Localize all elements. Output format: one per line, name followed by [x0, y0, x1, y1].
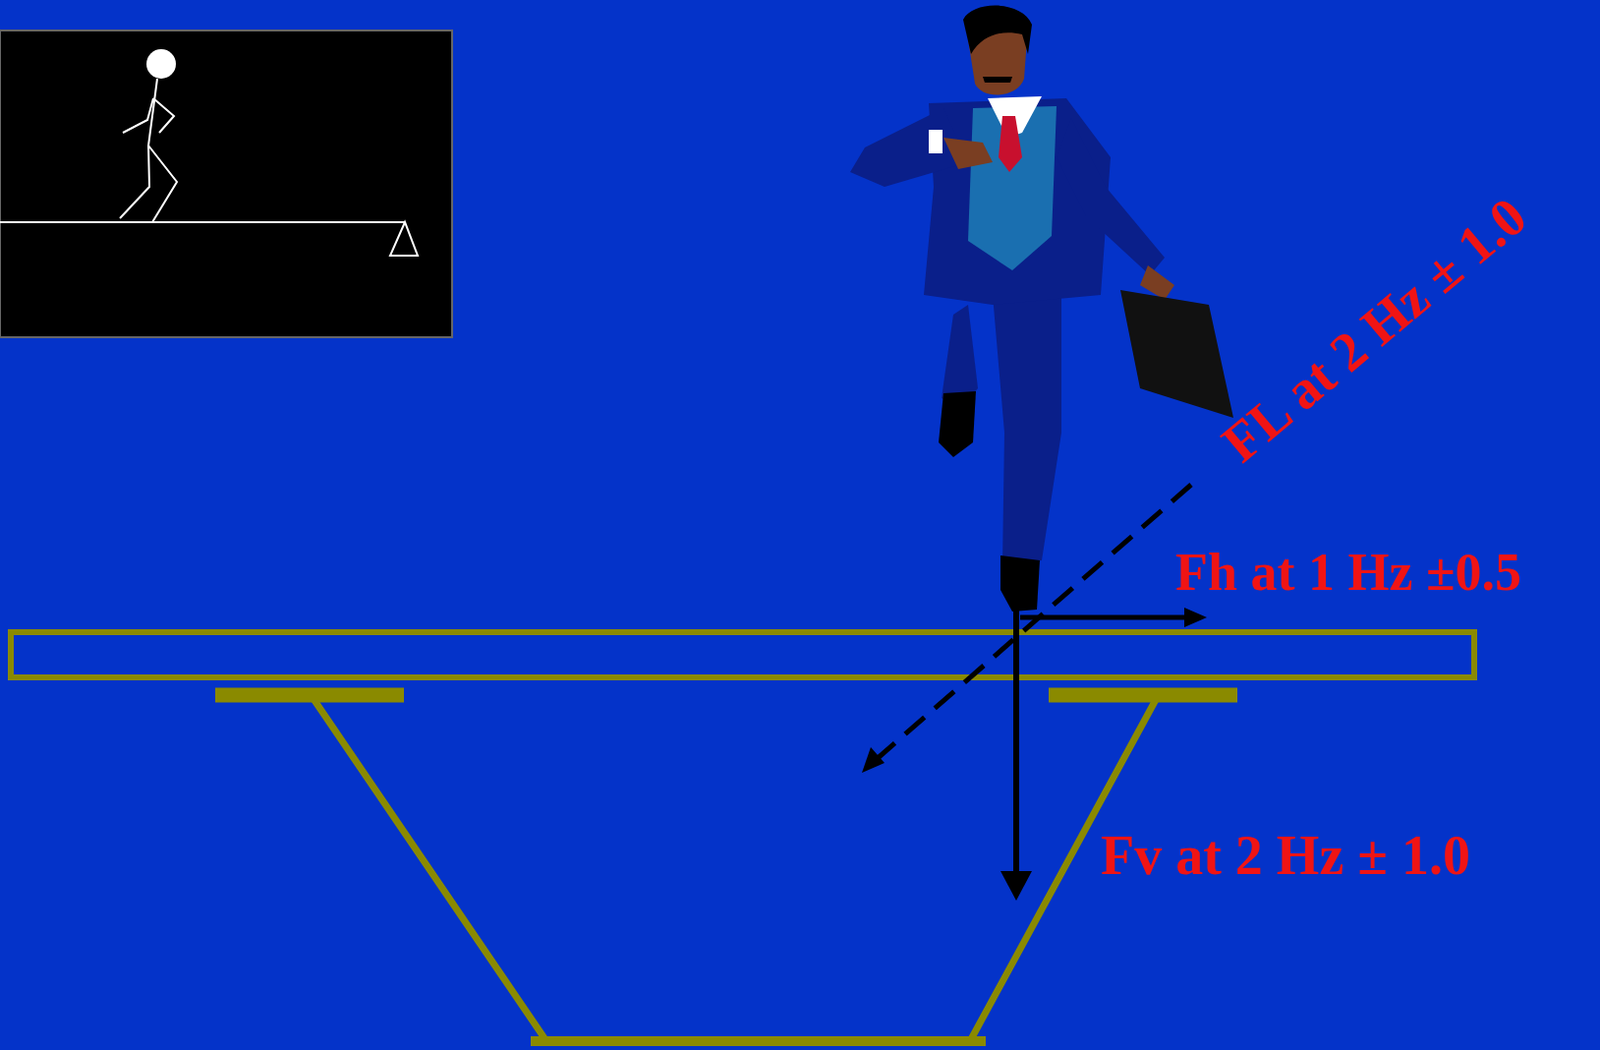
bridge-structure	[10, 631, 1475, 1041]
inset-animation	[0, 30, 453, 338]
force-label: Fv at 2 Hz ± 1.0	[1100, 827, 1471, 883]
force-label: Fh at 1 Hz ±0.5	[1175, 545, 1522, 599]
force-label: FL at 2 Hz ± 1.0	[1212, 187, 1537, 472]
walking-man	[850, 5, 1234, 612]
